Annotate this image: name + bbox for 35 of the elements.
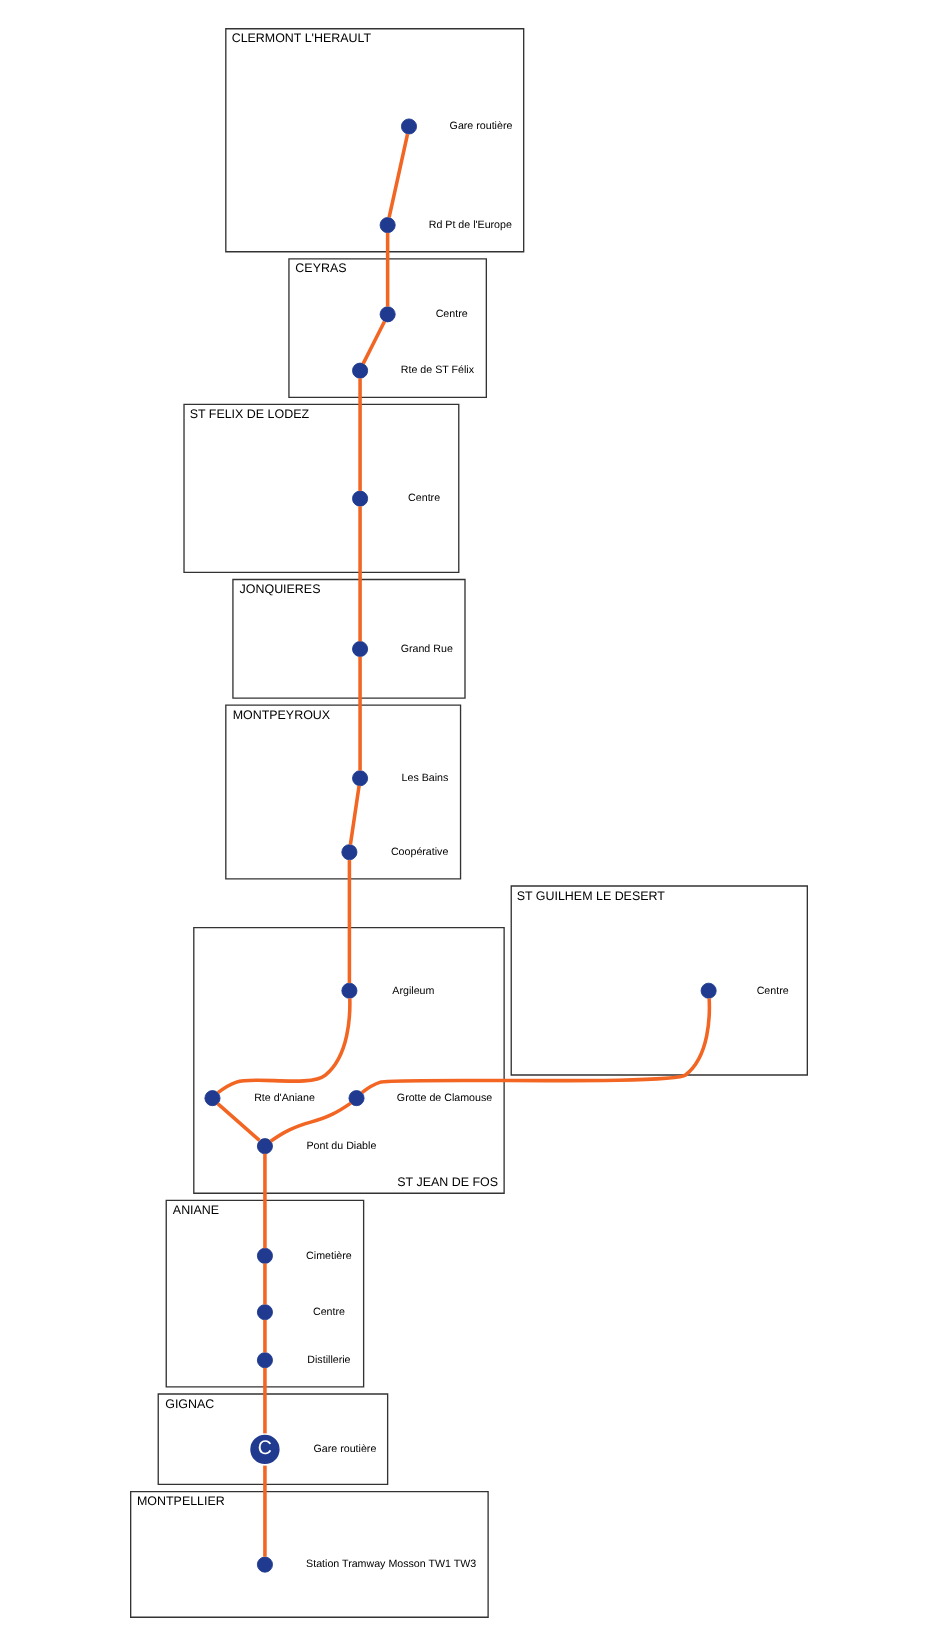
node-circle [379,306,396,323]
connector [358,506,362,642]
node-circle [400,118,417,135]
connector [385,232,390,307]
connector [347,860,352,984]
connector [358,378,362,491]
node-circle [204,1090,221,1107]
connector [216,998,352,1095]
connector [358,656,362,771]
node-circle [700,982,717,999]
connector [263,1367,267,1434]
node-circle [256,1304,273,1321]
connector [216,1102,261,1142]
node-circle [352,641,369,657]
node-circle [341,844,358,861]
connector [263,1263,267,1305]
node-circle [256,1247,273,1264]
connector [263,1319,267,1353]
connector [361,320,387,365]
connector [387,133,410,218]
connector [269,1101,352,1143]
node-circle [348,1090,365,1107]
node-circle [352,490,369,507]
node-circle: C [247,1432,283,1467]
node-circle [256,1138,273,1155]
node-circle [341,982,358,999]
connector [263,1465,267,1557]
node-circle [352,770,369,787]
node-circle [352,362,369,379]
node-circle [256,1556,273,1573]
connector [348,785,361,845]
connector [360,998,712,1094]
node-circle [256,1352,273,1369]
connector [263,1153,267,1249]
node-circle [379,217,396,234]
